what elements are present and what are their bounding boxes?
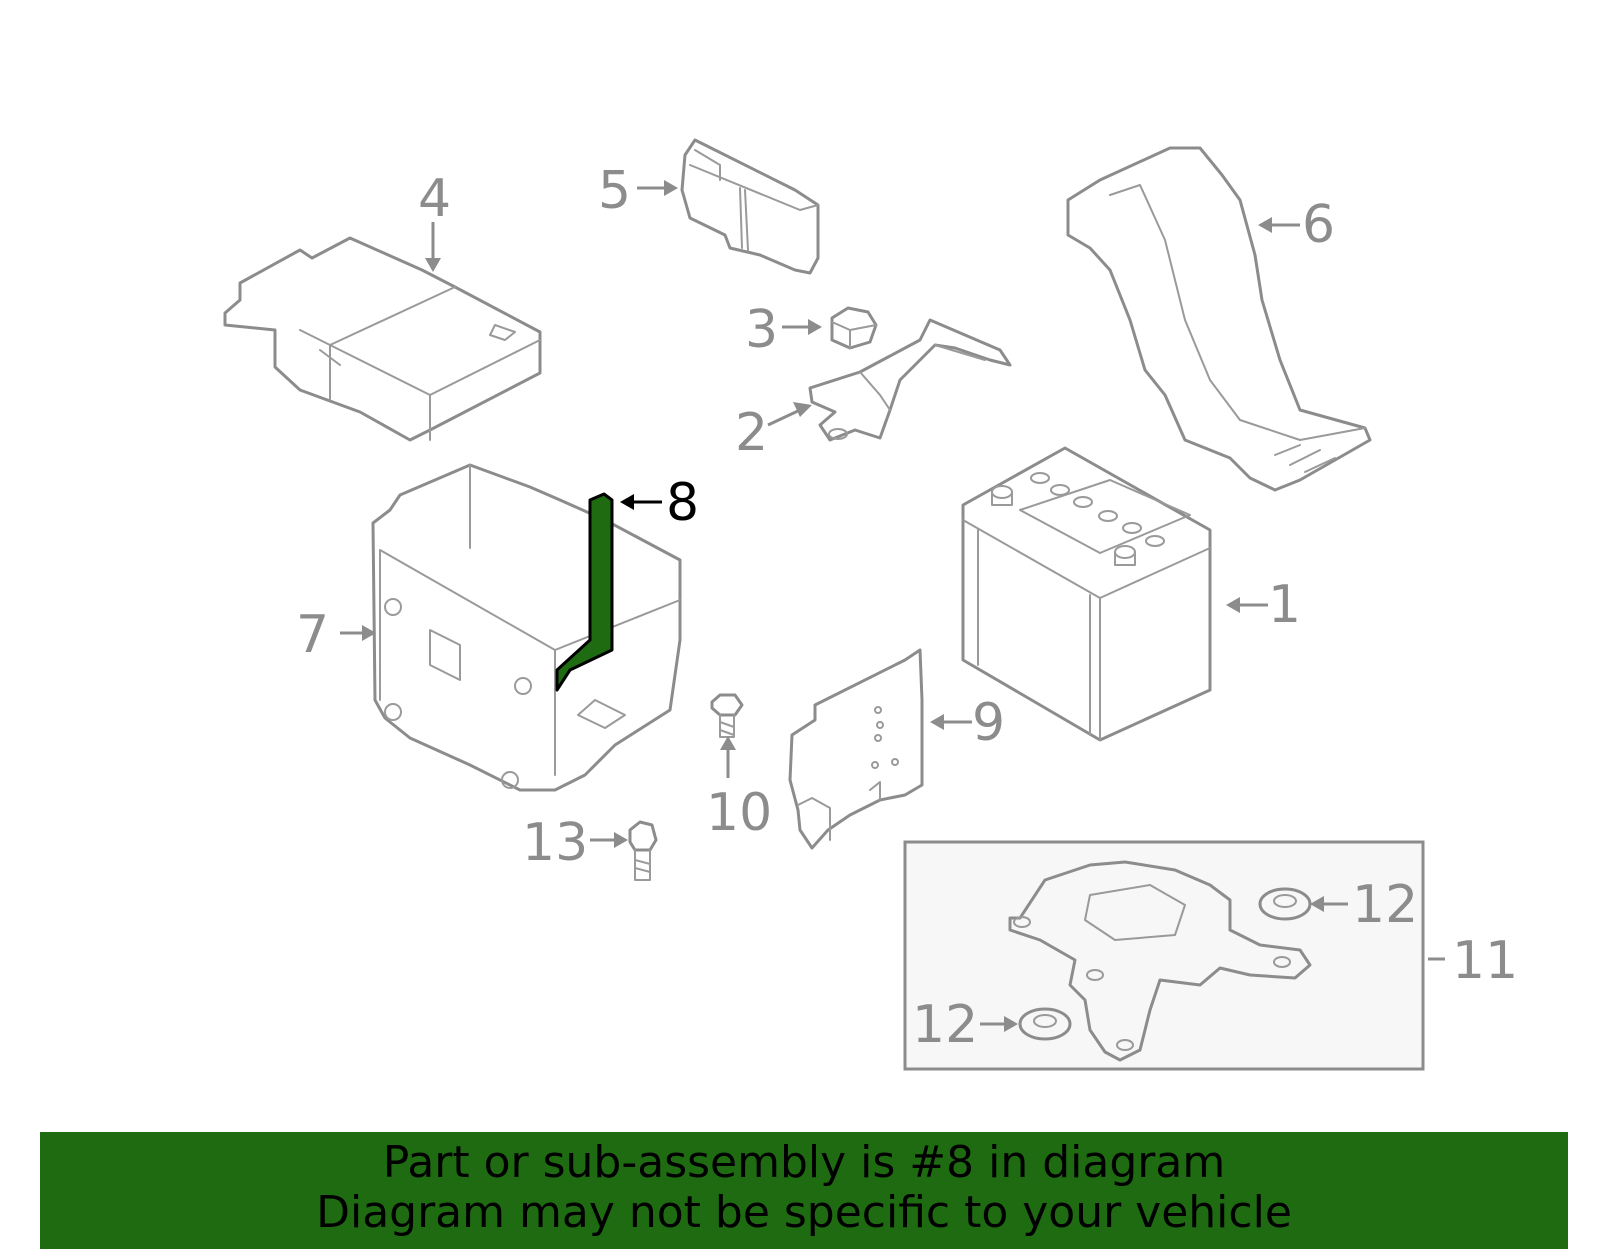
part-8-tray-strap[interactable] [555,492,614,692]
callout-10: 10 [706,783,772,843]
callout-13: 13 [522,813,588,873]
part-2-hold-down-bracket[interactable] [808,318,1012,442]
callout-8: 8 [666,473,699,533]
callout-3: 3 [745,300,778,360]
part-7-battery-tray[interactable] [371,463,682,792]
banner-line-disclaimer: Diagram may not be specific to your vehi… [316,1187,1292,1238]
leader-arrows [340,180,1445,1032]
callout-11: 11 [1452,931,1518,991]
part-3-nut[interactable] [830,306,878,350]
part-10-flange-bolt[interactable] [710,693,744,738]
info-banner: Part or sub-assembly is #8 in diagram Di… [40,1132,1568,1249]
callout-6: 6 [1302,195,1335,255]
callout-12-right: 12 [1352,875,1418,935]
callout-2: 2 [735,403,768,463]
callout-7: 7 [296,605,329,665]
part-6-air-duct[interactable] [1066,146,1372,492]
callout-4: 4 [418,169,451,229]
part-5-terminal-cover[interactable] [680,138,820,275]
part-11-battery-mount-assembly[interactable] [903,840,1425,1071]
part-4-battery-cover[interactable] [223,236,542,442]
banner-line-part: Part or sub-assembly is #8 in diagram [382,1137,1226,1188]
callout-12-left: 12 [912,995,978,1055]
part-13-bolt[interactable] [628,820,658,881]
callout-9: 9 [972,693,1005,753]
part-1-battery[interactable] [961,446,1212,742]
part-12-washer-left[interactable] [1018,1007,1072,1041]
part-9-bracket-plate[interactable] [788,648,924,850]
callout-1: 1 [1268,575,1301,635]
callout-5: 5 [598,161,631,221]
